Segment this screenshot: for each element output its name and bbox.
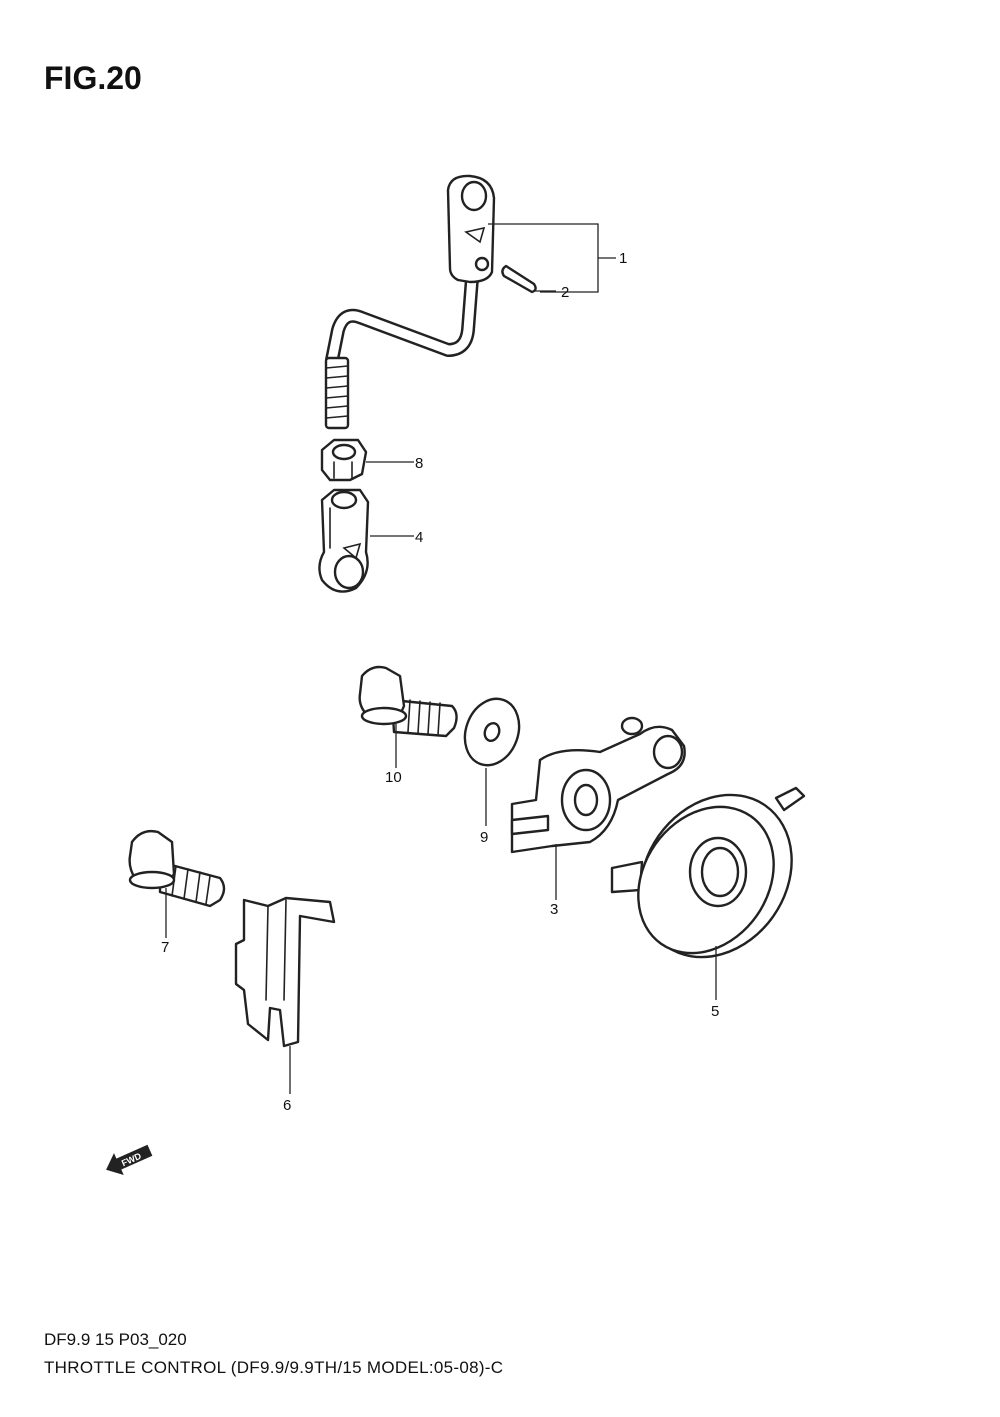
callout-2: 2	[561, 284, 569, 301]
callout-6: 6	[283, 1097, 291, 1114]
forward-arrow-icon: FWD	[106, 1144, 153, 1176]
bracket	[234, 896, 336, 1048]
diagram-caption: THROTTLE CONTROL (DF9.9/9.9TH/15 MODEL:0…	[44, 1358, 504, 1377]
callout-1: 1	[619, 250, 627, 267]
callout-5: 5	[711, 1003, 719, 1020]
throttle-rod-assembly	[324, 174, 496, 430]
callout-leaders	[165, 223, 717, 1094]
pin	[501, 264, 537, 294]
callout-4: 4	[415, 529, 423, 546]
flange-bolt-upper	[358, 665, 458, 738]
callout-8: 8	[415, 455, 423, 472]
forward-label: FWD	[120, 1151, 143, 1169]
callout-numbers: 1 2 3 4 5 6 7 8 9 10	[161, 250, 719, 1114]
throttle-cam	[610, 786, 806, 959]
figure-title: FIG.20	[44, 60, 142, 96]
washer	[463, 697, 521, 767]
callout-7: 7	[161, 939, 169, 956]
callout-3: 3	[550, 901, 558, 918]
throttle-lever	[510, 716, 686, 854]
lower-joint	[318, 488, 370, 593]
diagram-code: DF9.9 15 P03_020	[44, 1330, 187, 1349]
callout-10: 10	[385, 769, 402, 786]
flange-bolt-lower	[128, 829, 226, 908]
nut	[320, 438, 368, 482]
callout-9: 9	[480, 829, 488, 846]
